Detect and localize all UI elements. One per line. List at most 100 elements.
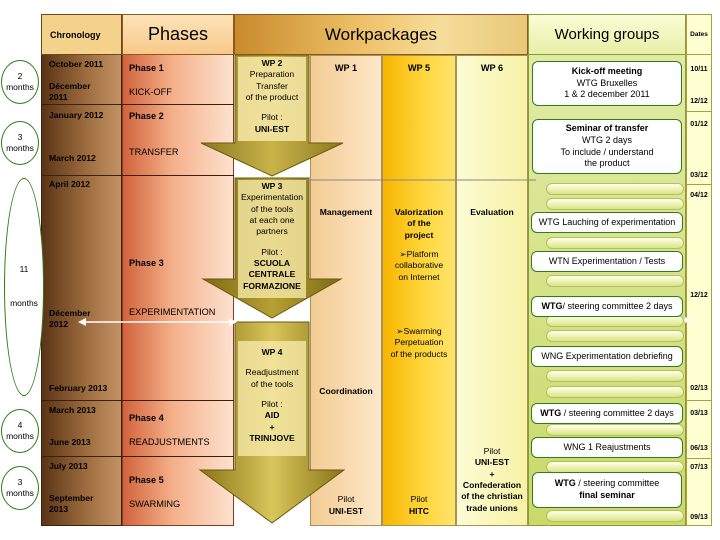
chrono-4-start: March 2013	[49, 405, 96, 415]
wg-8-text: WNG 1 Reajustments	[563, 441, 651, 452]
duration-4-unit: months	[6, 431, 34, 441]
wg-4-text: WTN Experimentation / Tests	[548, 255, 666, 266]
phase-4-name: READJUSTMENTS	[129, 437, 210, 447]
wp6-plus: +	[489, 468, 495, 479]
wp4-pilot-label: Pilot :	[261, 399, 283, 410]
wp5-column	[382, 55, 456, 526]
wp5-valorization: Valorization of the project ➢Platform co…	[382, 207, 456, 283]
wp6-pilot-block: Pilot UNI-EST + Confederation of the chr…	[452, 446, 532, 514]
wp4-plus: +	[269, 421, 275, 432]
dates-divider	[686, 184, 712, 185]
phase-3-name: EXPERIMENTATION	[129, 307, 216, 317]
phases-header: Phases	[122, 14, 234, 55]
arrowhead-dates-right	[685, 317, 692, 323]
wg-kickoff-meeting: Kick-off meeting WTG Bruxelles 1 & 2 dec…	[532, 61, 682, 106]
wg-experimentation-debriefing: WNG Experimentation debriefing	[531, 346, 683, 367]
wp4-text: WP 4 Readjustment of the tools Pilot : A…	[238, 347, 306, 444]
wg-7-bold: WTG	[540, 407, 562, 418]
chronology-header-label: Chronology	[50, 29, 101, 40]
phase-1-title: Phase 1	[129, 63, 164, 73]
phase-3-title: Phase 3	[129, 258, 164, 268]
wg-9-line-2: final seminar	[579, 490, 635, 500]
wg-2-line-3: To include / understand	[560, 146, 654, 157]
wp5-p2: collaborative	[394, 260, 444, 271]
wp2-line-2: Transfer	[256, 80, 288, 91]
wp4-line-2: of the tools	[250, 378, 294, 389]
date-3: 01/12	[690, 121, 708, 128]
date-5: 04/12	[690, 192, 708, 199]
wp3-line-2: of the tools	[250, 203, 294, 214]
wg-1-line-2: WTG Bruxelles	[576, 77, 638, 88]
wp4-pilot-1: AID	[264, 410, 280, 421]
chronology-header: Chronology	[41, 14, 122, 55]
row-divider	[41, 104, 234, 105]
chrono-4-end: June 2013	[49, 437, 91, 447]
wp6-pilot-2: Confederation	[462, 480, 522, 491]
dates-divider	[686, 111, 712, 112]
phase-5-title: Phase 5	[129, 475, 164, 485]
phases-column	[122, 14, 234, 526]
duration-3-n: 11	[19, 264, 29, 275]
dates-column	[686, 14, 712, 526]
date-1: 10/11	[690, 66, 708, 73]
date-6: 12/12	[690, 292, 708, 299]
wp2-line-3: of the product	[245, 92, 299, 103]
workpackages-header: Workpackages	[234, 14, 528, 55]
working-groups-header-label: Working groups	[554, 26, 660, 43]
wg-1-line-1: Kick-off meeting	[571, 65, 643, 76]
wp5-v1: Valorization	[394, 207, 444, 217]
wg-6-text: WNG Experimentation debriefing	[541, 350, 673, 361]
wp2-pilot-label: Pilot :	[261, 112, 283, 123]
wp6-evaluation: Evaluation	[470, 207, 514, 217]
wg-3-text: WTG Lauching of experimentation	[538, 216, 676, 227]
wg-9-text: / steering committee	[575, 478, 660, 489]
wp5-s1: ➢Swarming	[396, 326, 442, 336]
wg-5-text: / steering committee 2 days	[562, 300, 673, 311]
wg-experimentation-tests: WTN Experimentation / Tests	[531, 251, 683, 272]
arrowhead-left	[78, 318, 86, 326]
wp5-pilot-label: Pilot	[410, 494, 428, 504]
wp5-title: WP 5	[407, 63, 431, 73]
wp5-v2: of the	[407, 218, 431, 229]
wg-spacer-pill	[546, 370, 684, 382]
row-divider	[41, 175, 234, 176]
row-divider	[41, 456, 234, 457]
wp5-p3: on Internet	[398, 271, 440, 282]
wp2-pilot: UNI-EST	[254, 123, 290, 134]
wp3-pilot-3: FORMAZIONE	[243, 280, 301, 291]
duration-1-n: 2	[17, 70, 23, 81]
dates-header: Dates	[686, 14, 712, 55]
wg-spacer-pill	[546, 424, 684, 436]
wg-steering-committee-final: WTG / steering committee final seminar	[532, 472, 682, 508]
phase-2-name: TRANSFER	[129, 147, 179, 157]
wp4-line-1: Readjustment	[245, 367, 299, 378]
wg-spacer-pill	[546, 330, 684, 342]
wp4-title: WP 4	[261, 347, 283, 357]
phase-5-name: SWARMING	[129, 499, 181, 509]
wp3-pilot-1: SCUOLA	[253, 258, 291, 269]
wp4-pilot-2: TRINIJOVE	[249, 433, 295, 444]
duration-2-n: 3	[17, 131, 23, 142]
wp2-title: WP 2	[261, 58, 283, 68]
wp6-title: WP 6	[480, 63, 504, 73]
wp5-pilot: HITC	[408, 506, 430, 516]
duration-5-unit: months	[6, 488, 34, 498]
date-11: 09/13	[690, 514, 708, 521]
wp2-text: WP 2 Preparation Transfer of the product…	[238, 58, 306, 135]
wg-spacer-pill	[546, 237, 684, 249]
date-2: 12/12	[690, 98, 708, 105]
date-8: 03/13	[690, 410, 708, 417]
chrono-3-start: April 2012	[49, 179, 91, 189]
wp5-s3: of the products	[390, 348, 448, 359]
wg-seminar-of-transfer: Seminar of transfer WTG 2 days To includ…	[532, 119, 682, 174]
wp5-v3: project	[404, 229, 434, 240]
wg-launching-experimentation: WTG Lauching of experimentation	[531, 212, 683, 233]
wp6-pilot-3: of the christian	[461, 491, 523, 502]
dates-header-label: Dates	[690, 31, 708, 38]
wp2-line-1: Preparation	[249, 69, 295, 80]
wg-spacer-pill	[546, 198, 684, 210]
chrono-3-end: February 2013	[49, 383, 108, 393]
wg-spacer-pill	[546, 386, 684, 398]
